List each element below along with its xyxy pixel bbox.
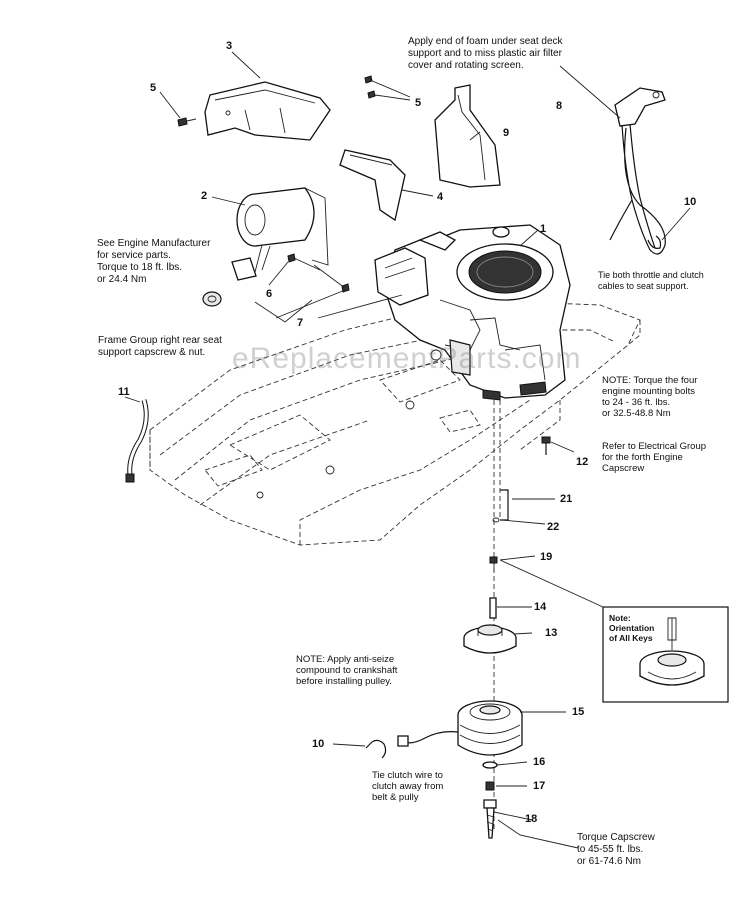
capscrew-part-18 [483, 799, 497, 839]
screw-part-19 [489, 556, 498, 572]
part-number-11: 11 [118, 386, 130, 398]
bolts-part-6-7 [287, 253, 350, 293]
leader-lines [124, 51, 691, 849]
note-electrical-group: Refer to Electrical Group for the forth … [602, 441, 707, 474]
note-throttle-cables: Tie both throttle and clutch cables to s… [598, 270, 704, 291]
heat-shield-part-3 [204, 81, 331, 141]
part-number-22: 22 [547, 521, 560, 533]
bolt-part-12 [541, 436, 551, 455]
part-number-19: 19 [540, 551, 553, 563]
key-orientation-inset [602, 606, 729, 703]
crankshaft-centerline [493, 400, 501, 830]
foam-part-9 [434, 84, 501, 188]
part-number-7: 7 [297, 317, 304, 329]
washer-part-17 [485, 781, 495, 791]
clutch-part-15 [397, 700, 523, 756]
part-number-5b: 5 [415, 97, 422, 109]
part-number-21: 21 [560, 493, 573, 505]
cable-tie-part-10 [365, 235, 662, 759]
throttle-cable-part-8 [609, 87, 666, 255]
note-torque-mounting-bolts: NOTE: Torque the four engine mounting bo… [602, 375, 698, 419]
note-torque-capscrew: Torque Capscrew to 45-55 ft. lbs. or 61-… [577, 832, 655, 867]
part-number-10b: 10 [312, 738, 325, 750]
engine-part-1 [374, 224, 571, 401]
part-number-4: 4 [437, 191, 444, 203]
screw-part-5 [177, 75, 376, 127]
part-number-14: 14 [534, 601, 547, 613]
part-number-5a: 5 [150, 82, 157, 94]
part-number-12: 12 [576, 456, 589, 468]
washer-part-16 [482, 761, 498, 769]
part-number-1: 1 [540, 223, 547, 235]
part-number-9: 9 [503, 127, 510, 139]
part-number-16: 16 [533, 756, 546, 768]
note-engine-manufacturer: See Engine Manufacturer for service part… [97, 238, 211, 285]
baffle-part-4 [339, 149, 406, 222]
note-frame-group: Frame Group right rear seat support caps… [98, 335, 222, 358]
part-number-6: 6 [266, 288, 273, 300]
note-foam: Apply end of foam under seat deck suppor… [408, 36, 563, 71]
pulley-part-13 [463, 624, 517, 654]
key-part-21 [500, 489, 509, 521]
part-number-18: 18 [525, 813, 538, 825]
part-number-2: 2 [201, 190, 208, 202]
note-clutch-wire: Tie clutch wire to clutch away from belt… [372, 770, 444, 803]
part-number-15: 15 [572, 706, 585, 718]
hose-part-11 [125, 399, 149, 483]
part-number-17: 17 [533, 780, 546, 792]
part-number-3: 3 [226, 40, 233, 52]
washer-part-22 [492, 517, 500, 523]
inset-title: Note: Orientation of All Keys [609, 613, 655, 643]
part-number-10a: 10 [684, 196, 697, 208]
key-part-14 [489, 597, 497, 619]
note-anti-seize: NOTE: Apply anti-seize compound to crank… [296, 654, 398, 687]
part-number-13: 13 [545, 627, 558, 639]
watermark: eReplacementParts.com [232, 342, 582, 375]
part-number-8: 8 [556, 100, 563, 112]
muffler-part-2 [202, 187, 329, 307]
